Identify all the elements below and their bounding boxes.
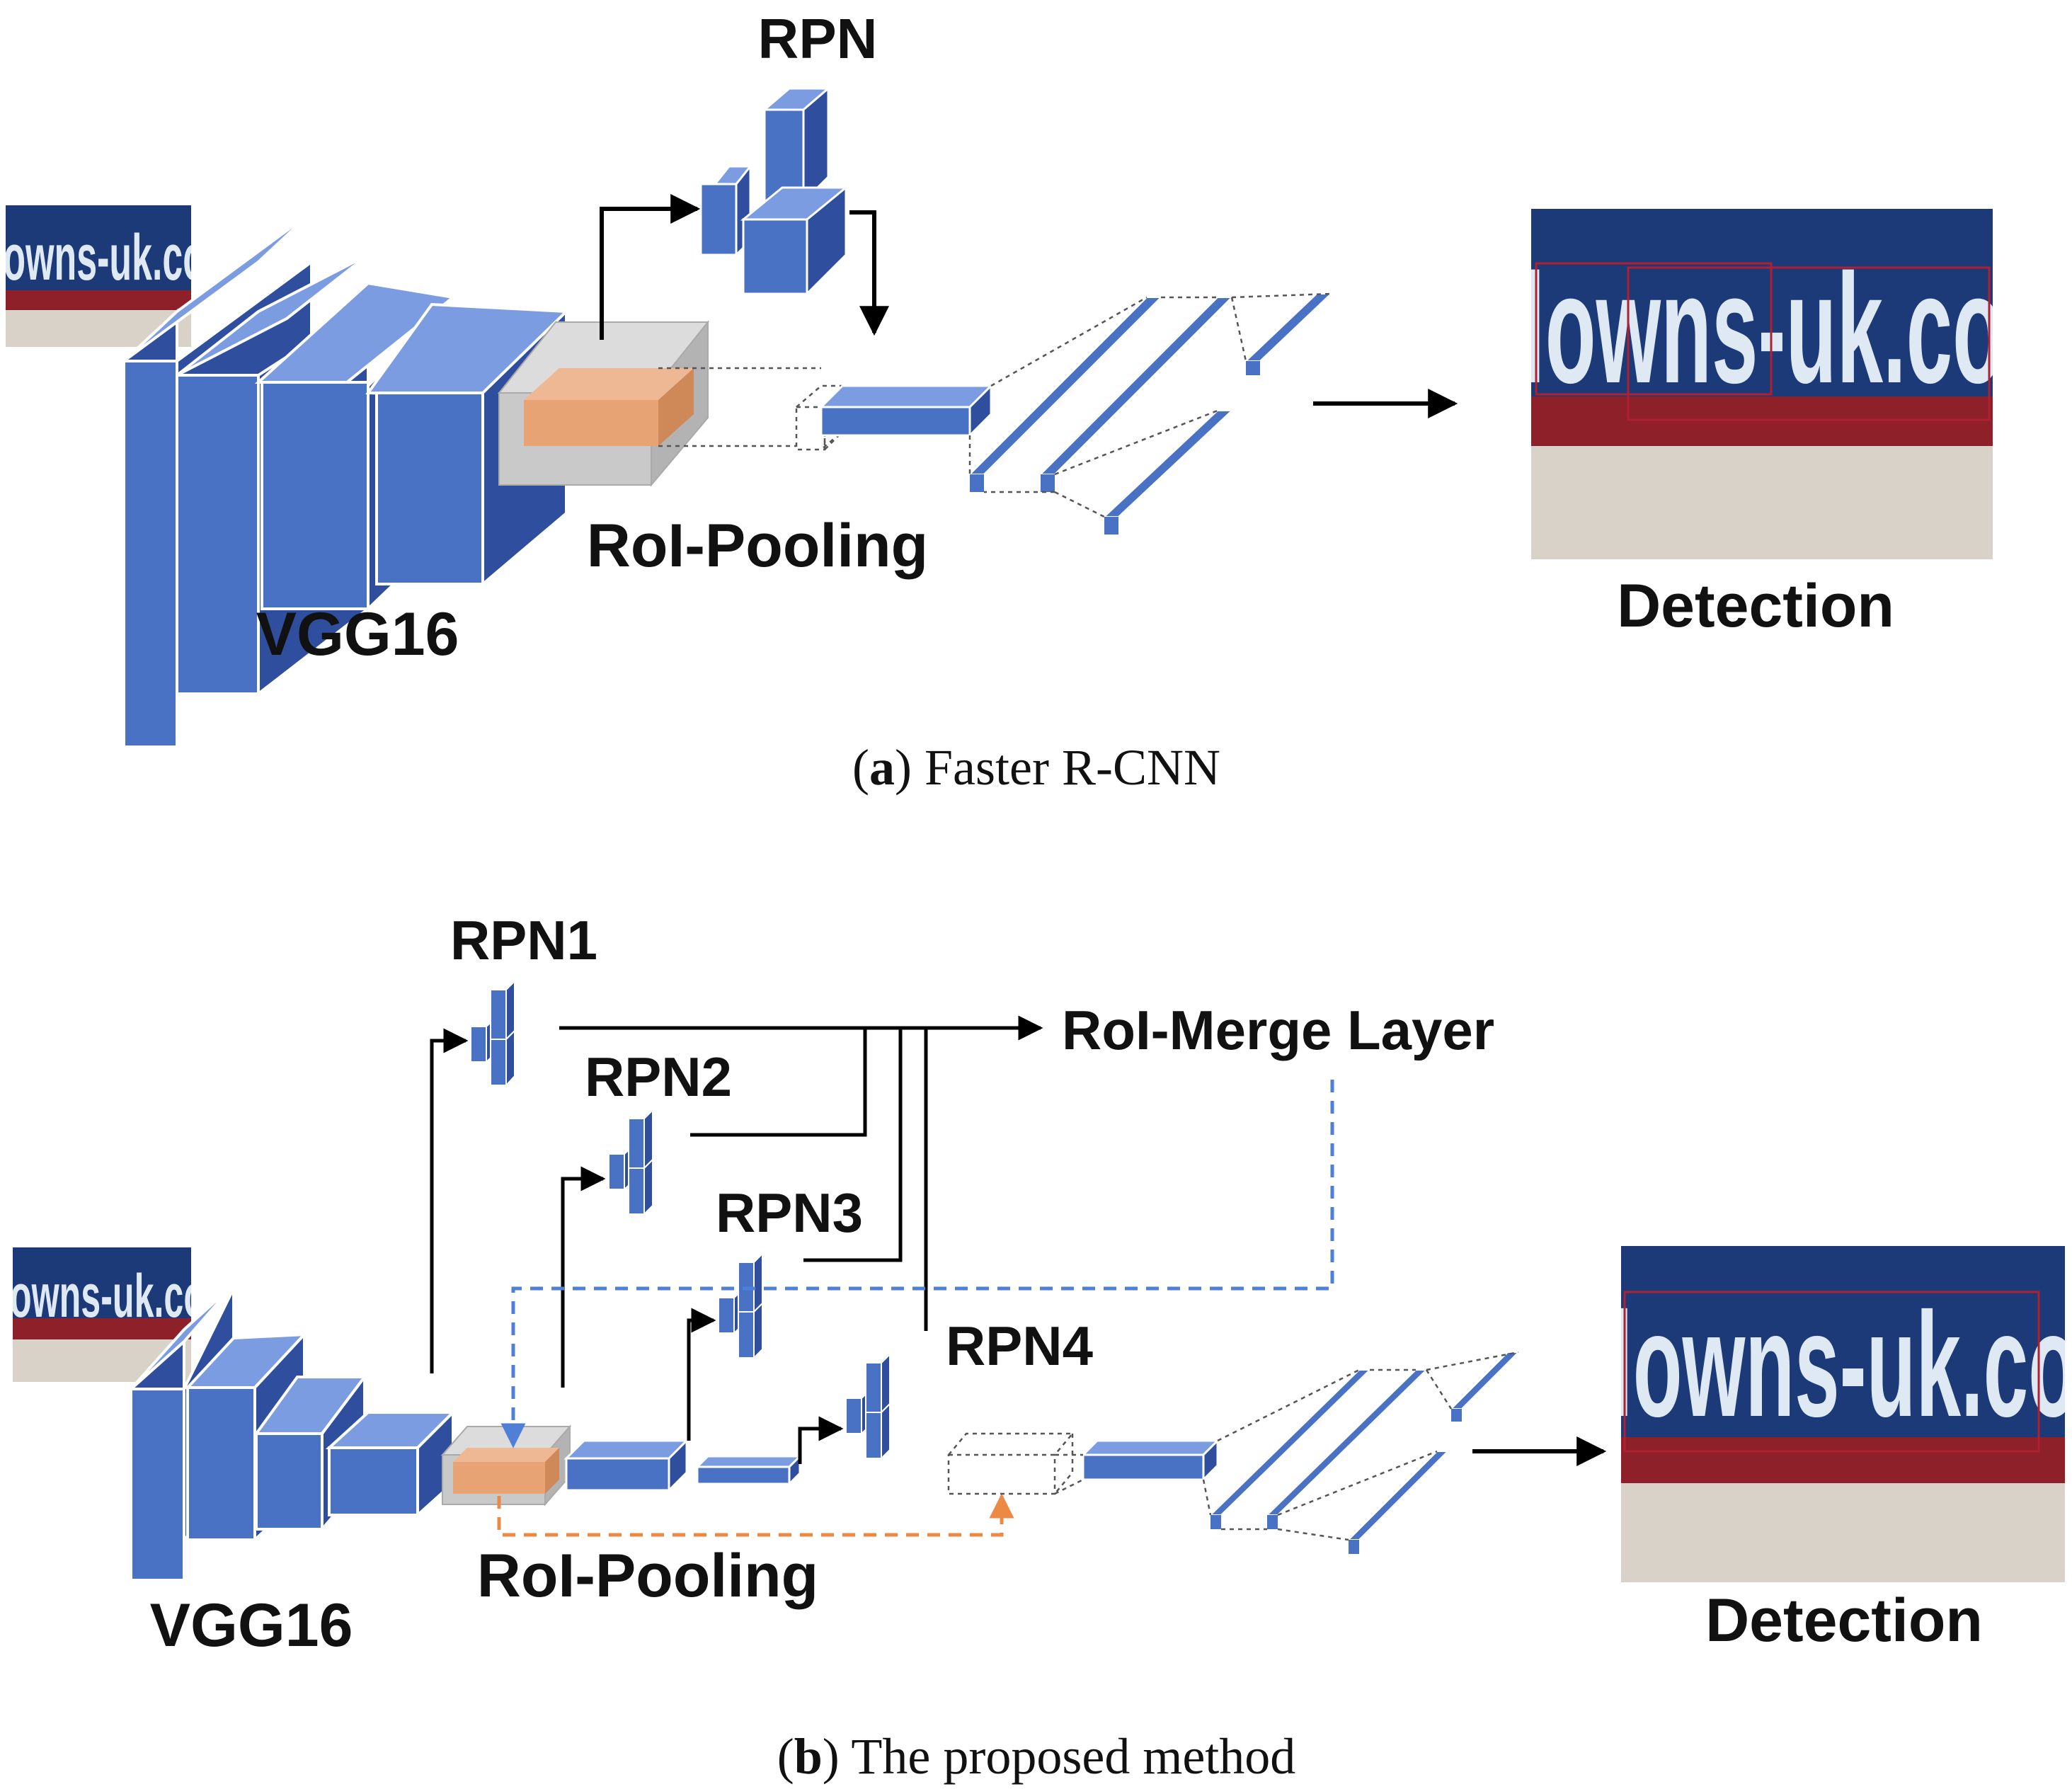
panel-a: lowns-uk.co <box>0 7 2003 796</box>
rpn1-block <box>470 979 515 1087</box>
vgg16-backbone-b <box>130 1284 457 1584</box>
vgg16-label-b: VGG16 <box>150 1591 353 1659</box>
rpn4-label: RPN4 <box>946 1315 1093 1377</box>
merge-lines-b <box>559 1015 1043 1331</box>
caption-a: (a) Faster R-CNN <box>852 739 1220 796</box>
rpn2-label: RPN2 <box>585 1046 732 1108</box>
input-image-text: lowns-uk.co <box>0 1262 205 1330</box>
input-image-a: lowns-uk.co <box>0 205 205 347</box>
rpn1-label: RPN1 <box>450 909 597 971</box>
panel-b: lowns-uk.co <box>0 909 2072 1785</box>
fc-layers-a <box>968 293 1333 535</box>
rpn-block-a <box>699 86 849 297</box>
rpn4-block <box>845 1352 891 1461</box>
fc-layers-b <box>1208 1351 1521 1554</box>
caption-a-letter: a <box>869 739 895 796</box>
roi-pooling-label-b: RoI-Pooling <box>477 1542 818 1610</box>
caption-b-letter: b <box>794 1728 823 1785</box>
roi-merge-layer-label: RoI-Merge Layer <box>1062 999 1494 1061</box>
roi-pooling-label-a: RoI-Pooling <box>587 512 928 580</box>
merge-feedback-dashed-b <box>500 1080 1334 1448</box>
fc-connections-b <box>1202 1351 1519 1541</box>
roi-projection-b <box>947 1432 1075 1495</box>
roi-feature-bar-a <box>818 383 994 438</box>
rpn3-block <box>718 1252 763 1360</box>
detection-label-b: Detection <box>1705 1587 1983 1654</box>
caption-b: (b) The proposed method <box>777 1728 1296 1785</box>
feature-bars-b <box>563 1438 803 1493</box>
roi-pooling-block-b <box>440 1424 572 1507</box>
detection-image-a: lowns-uk.co <box>1522 209 2003 559</box>
detection-image-b: lowns-uk.co <box>1610 1246 2072 1582</box>
vgg16-backbone-a <box>122 211 570 750</box>
roi-feature-bar-b <box>1054 1438 1220 1495</box>
roi-pooling-block-a <box>497 320 710 487</box>
detection-image-text: lowns-uk.co <box>1610 1281 2072 1448</box>
vgg16-label-a: VGG16 <box>256 600 459 668</box>
rpn2-block <box>608 1108 653 1216</box>
input-image-text: lowns-uk.co <box>0 222 205 294</box>
caption-b-text: The proposed method <box>851 1728 1295 1785</box>
detection-image-text: lowns-uk.co <box>1522 241 2003 416</box>
rpn3-label: RPN3 <box>716 1182 863 1244</box>
detection-label-a: Detection <box>1617 572 1894 640</box>
fc-connections-a <box>968 292 1332 518</box>
caption-a-text: Faster R-CNN <box>925 739 1220 796</box>
rpn-arrows-a <box>600 194 889 340</box>
rpn-input-arrows-b <box>430 1028 844 1464</box>
roi-dashed-orange-b <box>497 1493 1014 1537</box>
rpn-label-a: RPN <box>758 7 878 70</box>
